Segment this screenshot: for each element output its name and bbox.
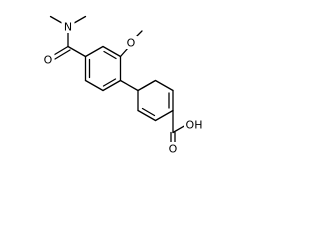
methoxy-oxygen-label: O [127,37,136,50]
bond-a6 [84,45,104,58]
methoxy-o-mask [124,36,138,49]
molecule-structure: N O O O OH [41,15,204,156]
bond-a1-double [103,50,117,60]
bond-carbonyl-o-double [54,49,71,60]
bond-a3 [102,79,122,92]
bond-a3-double [102,78,117,87]
bond-biaryl [119,79,139,92]
bond-b1-double [141,80,156,89]
bond-b5-double [141,107,156,117]
bond-b5 [137,109,157,122]
amide-nitrogen-label: N [64,21,72,34]
bond-ring-carbonyl [67,45,87,58]
acid-hydroxyl-label: OH [186,119,203,132]
amide-n-mask [61,20,75,33]
bond-b4 [154,109,174,122]
ring-b [137,79,174,122]
amide-o-mask [41,53,55,66]
bond-a1 [102,45,122,58]
structure-drawing: N O O O OH [41,15,204,156]
acid-oxygen-label: O [169,143,178,156]
bond-a4 [84,79,104,92]
bond-carbonyl-o [52,45,69,57]
acid-oh-mask [184,118,204,131]
ring-a [84,45,122,92]
bond-ring-methoxy-o [119,47,129,58]
bond-b2 [154,79,174,92]
acid-o-mask [166,142,180,155]
amide-oxygen-label: O [44,54,53,67]
